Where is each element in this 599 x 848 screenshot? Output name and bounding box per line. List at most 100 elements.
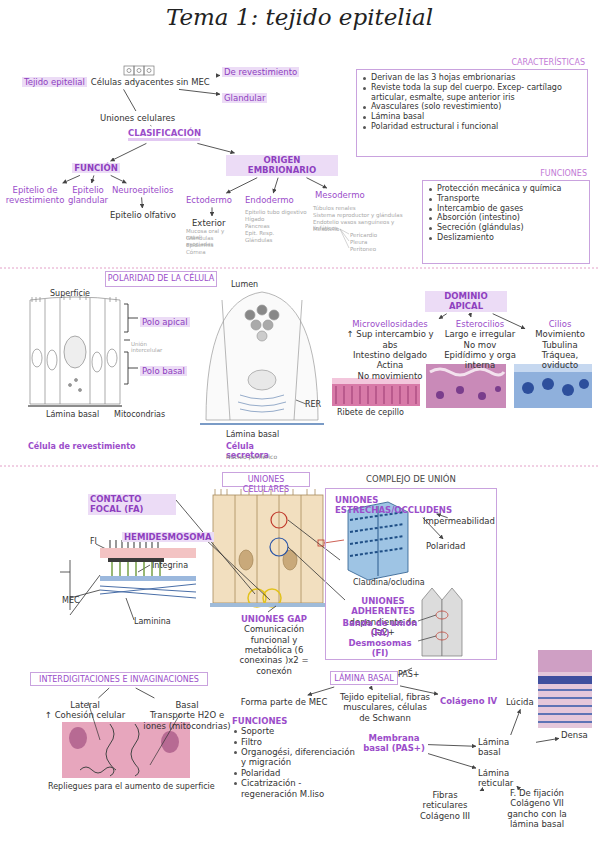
connector-arrow — [111, 143, 147, 161]
node-text: Intercambio de gases — [437, 204, 585, 214]
node-text: Protección mecánica y química — [437, 184, 585, 194]
connector-arrow — [428, 754, 476, 769]
annotation-label: Unión intercelular — [131, 341, 175, 354]
node-text: Intestino delgado — [343, 350, 437, 360]
connector-arrow — [470, 314, 471, 317]
annotation-label: MEC — [62, 596, 92, 605]
node-heading: Cilios — [527, 319, 593, 329]
info-box: CARACTERÍSTICASDerivan de las 3 hojas em… — [356, 69, 588, 157]
node-text: Comunicación funcional y metabólica (6 c… — [226, 624, 322, 676]
connector-arrow — [273, 178, 278, 193]
lining-cells-drawing — [28, 295, 122, 406]
node-text: Largo e irregular — [440, 329, 520, 339]
concept-node: Banda de unión (FA) — [341, 618, 419, 639]
node-heading: Lámina reticular — [478, 768, 542, 789]
node-text: No movimiento — [343, 371, 437, 381]
section-title: LÁMINA BASAL — [330, 671, 398, 685]
connector-arrow — [308, 687, 334, 695]
list-node: FUNCIONESSoporteFiltroOrganogési, difere… — [232, 716, 360, 799]
junction-cells-drawing — [210, 489, 326, 607]
annotation-label: Páncreas — [245, 223, 295, 229]
annotation-label: Superficie — [50, 289, 100, 298]
node-heading: UNIONES GAP — [226, 614, 322, 624]
connector-arrow — [92, 175, 94, 183]
node-text: Derivan de las 3 hojas embrionarias — [371, 73, 583, 83]
annotation-label: Claudina/ocludina — [353, 578, 433, 587]
node-heading: POLARIDAD DE LA CÉLULA — [107, 274, 215, 284]
annotation-label: Lámina basal — [46, 410, 106, 419]
connector-arrow — [212, 207, 213, 216]
annotation-label: Córnea — [186, 249, 236, 255]
node-heading: HEMIDESMOSOMA — [122, 532, 214, 542]
node-heading: DOMINIO APICAL — [425, 291, 507, 312]
concept-node: Fibras reticularesColágeno III — [412, 790, 478, 821]
connector-arrow — [536, 738, 559, 742]
node-heading: Exterior — [192, 218, 232, 228]
connector-arrow — [111, 175, 127, 183]
annotation-label: Lumen — [231, 280, 271, 289]
node-text: Soporte — [232, 726, 360, 736]
node-text: Actina — [343, 360, 437, 370]
connector-arrow — [136, 688, 155, 698]
basal-lamina-micrograph — [538, 650, 592, 728]
concept-node: CONTACTO FOCAL (FA) — [88, 494, 176, 515]
connector-arrow — [480, 790, 481, 791]
annotation-label: Túbulos renales — [313, 205, 393, 211]
node-heading: Polo apical — [140, 317, 190, 327]
connector-arrow — [307, 178, 327, 188]
concept-node: Mesodermo — [315, 190, 367, 200]
annotation-label: Epidermis — [186, 242, 236, 248]
node-heading: Lateral — [40, 700, 130, 710]
node-heading: Lúcida — [506, 697, 540, 707]
node-heading: Membrana basal (PAS+) — [362, 733, 426, 754]
page-title: Tema 1: tejido epitelial — [0, 4, 599, 30]
concept-node: De revestimiento — [222, 67, 312, 77]
node-heading: FUNCIONES — [232, 716, 360, 726]
node-text: ↑ Sup intercambio y abs — [343, 329, 437, 350]
concept-node: Microvellosidades↑ Sup intercambio y abs… — [343, 319, 437, 381]
annotation-label: Peritoneo — [350, 246, 390, 252]
annotation-label: Lámina basal — [226, 430, 286, 439]
node-text: Movimiento — [527, 329, 593, 339]
connector-arrow — [63, 175, 80, 183]
node-text: Deslizamiento — [437, 233, 585, 243]
node-text: Polaridad estructural i funcional — [371, 122, 583, 132]
concept-node: EsterociliosLargo e irregularNo movEpidí… — [440, 319, 520, 371]
annotation-label: Sistema reproductor y glándulas — [313, 212, 403, 218]
annotation-label: PAS+ — [398, 670, 428, 679]
cells-icon — [124, 66, 154, 75]
annotation-label: Mitocondrias — [114, 410, 174, 419]
node-heading: Impermeabilidad — [423, 516, 493, 526]
node-heading: Lámina basal — [478, 737, 534, 758]
annotation-label: Ribete de cepillo — [337, 408, 417, 417]
concept-node: Lámina basal — [478, 737, 534, 758]
node-text: Lámina basal — [371, 112, 583, 122]
connector-arrow — [226, 178, 257, 193]
node-heading: CLASIFICACIÓN — [128, 128, 200, 141]
node-heading: Desmosomas (FI) — [341, 638, 419, 659]
node-heading: LÁMINA BASAL — [332, 674, 396, 684]
node-text: Tráquea, oviducto — [527, 350, 593, 371]
node-text: Reviste toda la sup del cuerpo. Excep- c… — [371, 83, 583, 103]
concept-node: Tejido epitelialCélulas adyacentes sin M… — [22, 77, 217, 87]
concept-node: Exterior — [192, 218, 232, 228]
node-text: Secreción (glándulas) — [437, 223, 585, 233]
concept-node: Lúcida — [506, 697, 540, 707]
connector-arrow — [179, 89, 220, 94]
node-text: Colágeno VII — [498, 798, 576, 808]
connector-arrow — [511, 709, 521, 735]
annotation-label: RER — [305, 400, 335, 409]
node-heading: Ectodermo — [186, 195, 238, 205]
connector-arrow — [219, 75, 220, 76]
concept-node: Polo basal — [140, 366, 190, 376]
concept-node: Densa — [561, 730, 595, 740]
annotation-label: Pleura — [350, 239, 390, 245]
node-heading: CARACTERÍSTICAS — [511, 58, 585, 68]
annotation-label: Hígado — [245, 216, 295, 222]
concept-node: Tejido epitelial, fibras musculares, cél… — [338, 692, 432, 723]
node-text: Cicatrización - regeneración M.liso — [232, 778, 360, 799]
node-heading: Epitelio olfativo — [108, 210, 178, 220]
node-text: Transporte H2O e iones (mitocondrias) — [142, 710, 232, 731]
node-text: Células adyacentes sin MEC — [91, 77, 210, 87]
adherens-drawing — [418, 588, 462, 656]
